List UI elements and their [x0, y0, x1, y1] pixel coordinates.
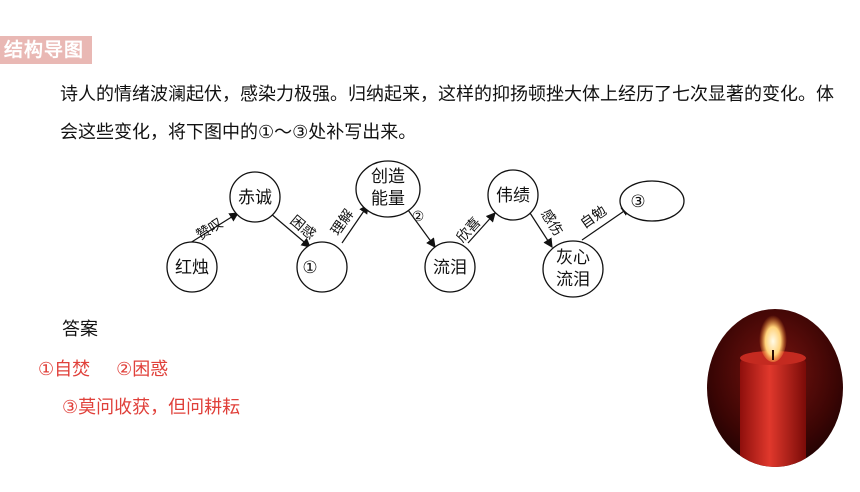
answer-item-2: ②困惑 [116, 359, 169, 380]
node-3 [296, 241, 348, 293]
edge-4 [407, 209, 436, 248]
edge-3-label: 理解 [328, 207, 357, 239]
answer-item-1: ①自焚 [38, 359, 91, 380]
edge-6-label: 感伤 [537, 206, 566, 239]
candle-image [707, 309, 843, 467]
edge-2 [269, 212, 311, 248]
answer-line-1: ①自焚 ②困惑 [38, 355, 168, 381]
node-1 [166, 241, 218, 293]
edge-4-label: ② [412, 209, 425, 225]
edge-7-label: 自勉 [578, 203, 610, 232]
node-2 [229, 171, 281, 223]
edge-6 [529, 212, 553, 249]
node-4-label-bottom: 能量 [371, 189, 405, 209]
edge-5-label: 欣喜 [454, 215, 485, 247]
answer-item-3: ③莫问收获，但问耕耘 [62, 397, 241, 418]
node-7-label-bottom: 流泪 [556, 270, 590, 290]
edge-5 [467, 212, 496, 244]
edge-1 [189, 212, 240, 244]
node-8 [619, 180, 685, 222]
edge-7 [581, 206, 631, 241]
node-6 [487, 169, 539, 221]
node-8-label: ③ [630, 192, 645, 212]
edge-2-label: 困惑 [287, 213, 319, 243]
node-1-label: 红烛 [175, 258, 209, 278]
node-5-label: 流泪 [433, 258, 467, 278]
section-title: 结构导图 [0, 36, 93, 64]
edge-1-label: 赞叹 [194, 215, 226, 243]
answer-label: 答案 [62, 319, 98, 340]
node-4-label-top: 创造 [371, 167, 405, 187]
question-text: 诗人的情绪波澜起伏，感染力极强。归纳起来，这样的抑扬顿挫大体上经历了七次显著的变… [60, 84, 834, 143]
node-2-label: 赤诚 [238, 188, 272, 208]
node-7 [542, 240, 604, 298]
node-5 [424, 241, 476, 293]
edge-3 [341, 204, 369, 244]
node-3-label: ① [302, 258, 317, 278]
node-6-label: 伟绩 [496, 186, 530, 206]
emotion-flow-diagram: 红烛 赤诚 ① 创造 能量 流泪 伟绩 灰心 流泪 ③ 赞叹 困惑 理解 ② 欣… [166, 160, 685, 298]
node-4 [355, 160, 421, 218]
node-7-label-top: 灰心 [556, 248, 590, 268]
